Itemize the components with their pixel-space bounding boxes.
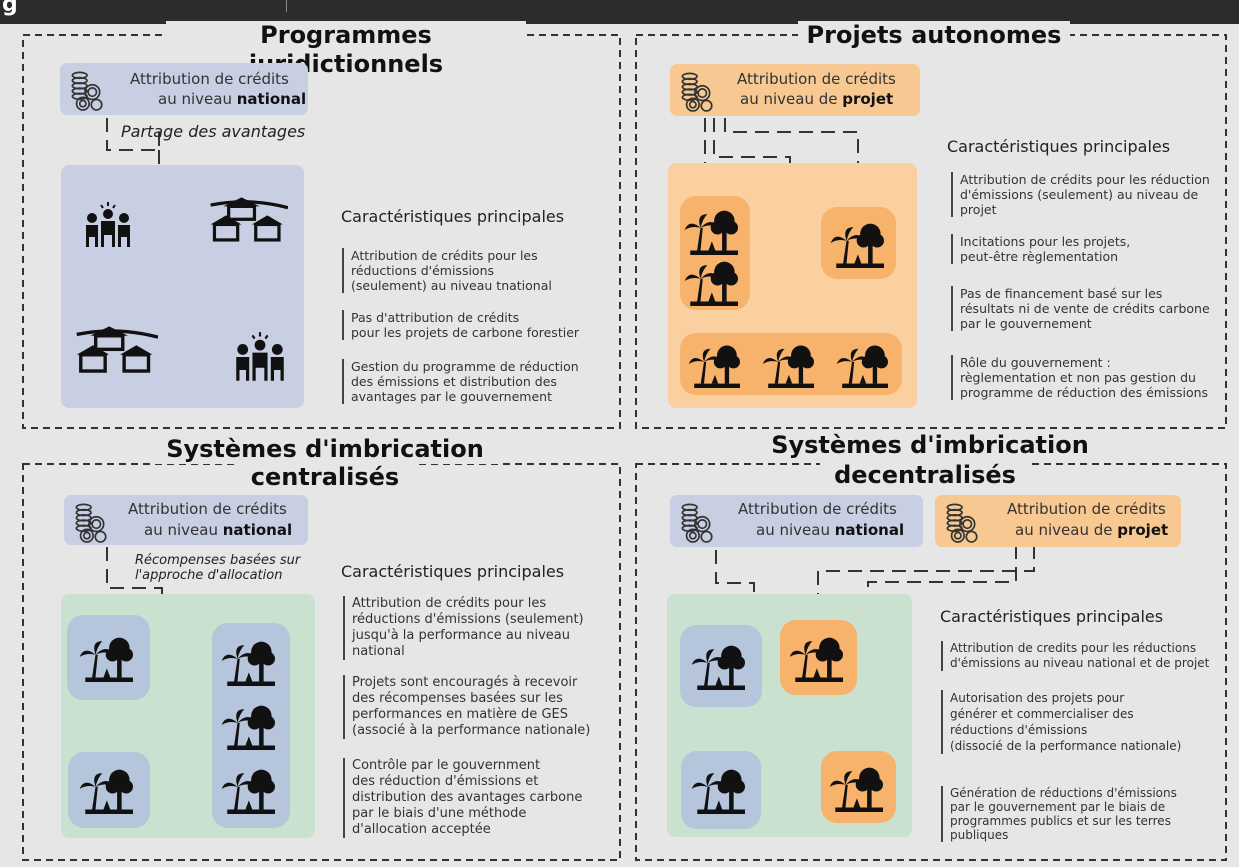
credit-line2: au niveau de projet bbox=[1015, 521, 1169, 539]
panel-title-projets-autonomes: Projets autonomes bbox=[798, 21, 1070, 50]
panel-title-line2: centralisés bbox=[235, 463, 415, 492]
forest-icon bbox=[688, 345, 740, 388]
credit-line1: Attribution de crédits bbox=[737, 70, 896, 88]
chars-title: Caractéristiques principales bbox=[341, 207, 565, 226]
credit-box-projet: Attribution de crédits au niveau de proj… bbox=[670, 64, 920, 116]
chars-title: Caractéristiques principales bbox=[940, 607, 1164, 626]
chars-title: Caractéristiques principales bbox=[341, 562, 565, 581]
forest-icon bbox=[836, 345, 888, 388]
credit-line2: au niveau national bbox=[756, 521, 905, 539]
panel-title-line1: Systèmes d'imbrication bbox=[150, 435, 500, 464]
houses-icon bbox=[75, 324, 158, 373]
forest-icon bbox=[80, 637, 133, 682]
chars-title: Caractéristiques principales bbox=[947, 137, 1171, 156]
top-bar-separator bbox=[286, 0, 287, 12]
people-icon bbox=[235, 331, 285, 382]
bullet-item: Incitations pour les projets,peut-être r… bbox=[951, 234, 1225, 264]
forest-icon bbox=[222, 705, 275, 750]
panel-title-line2: decentralisés bbox=[820, 461, 1030, 490]
forest-icon bbox=[692, 645, 745, 690]
bullet-item: Attribution de crédits pour les réductio… bbox=[951, 172, 1225, 217]
credit-line2: au niveau national bbox=[144, 521, 293, 539]
flow-label-recompenses: Récompenses basées sur l'approche d'allo… bbox=[135, 553, 301, 583]
forest-icon bbox=[830, 223, 884, 268]
houses-icon bbox=[208, 195, 288, 242]
coins-icon bbox=[681, 72, 713, 112]
credit-line1: Attribution de crédits bbox=[1007, 500, 1166, 518]
coins-icon bbox=[946, 503, 978, 543]
coins-icon bbox=[75, 503, 107, 543]
forest-icon bbox=[684, 210, 738, 255]
forest-icon bbox=[684, 261, 738, 306]
credit-box-national: Attribution de crédits au niveau nationa… bbox=[670, 495, 923, 547]
forest-icon bbox=[790, 637, 843, 682]
forest-icon bbox=[762, 345, 814, 388]
forest-icon bbox=[222, 641, 275, 686]
coins-icon bbox=[681, 503, 713, 543]
credit-box-projet: Attribution de crédits au niveau de proj… bbox=[935, 495, 1181, 547]
credit-line1: Attribution de crédits bbox=[130, 70, 289, 88]
flow-label-partage: Partage des avantages bbox=[121, 122, 306, 141]
credit-box-national: Attribution de crédits au niveau nationa… bbox=[60, 63, 308, 115]
bullet-item: Attribution de credits pour les réductio… bbox=[941, 641, 1235, 671]
credit-line2: au niveau de projet bbox=[740, 90, 894, 108]
credit-line1: Attribution de crédits bbox=[738, 500, 897, 518]
panel-title-line1: Systèmes d'imbrication bbox=[755, 431, 1105, 460]
top-bar-fragment: g bbox=[2, 0, 18, 17]
coins-icon bbox=[71, 71, 103, 111]
forest-icon bbox=[830, 767, 883, 812]
credit-line2: au niveau national bbox=[158, 90, 307, 108]
people-icon bbox=[85, 201, 131, 248]
credit-box-national: Attribution de crédits au niveau nationa… bbox=[64, 495, 308, 545]
forest-icon bbox=[692, 769, 745, 814]
forest-icon bbox=[222, 769, 275, 814]
forest-icon bbox=[80, 769, 133, 814]
credit-line1: Attribution de crédits bbox=[128, 500, 287, 518]
top-bar: g bbox=[0, 0, 1239, 24]
bullet-item: Rôle du gouvernement :règlementation et … bbox=[951, 355, 1225, 400]
